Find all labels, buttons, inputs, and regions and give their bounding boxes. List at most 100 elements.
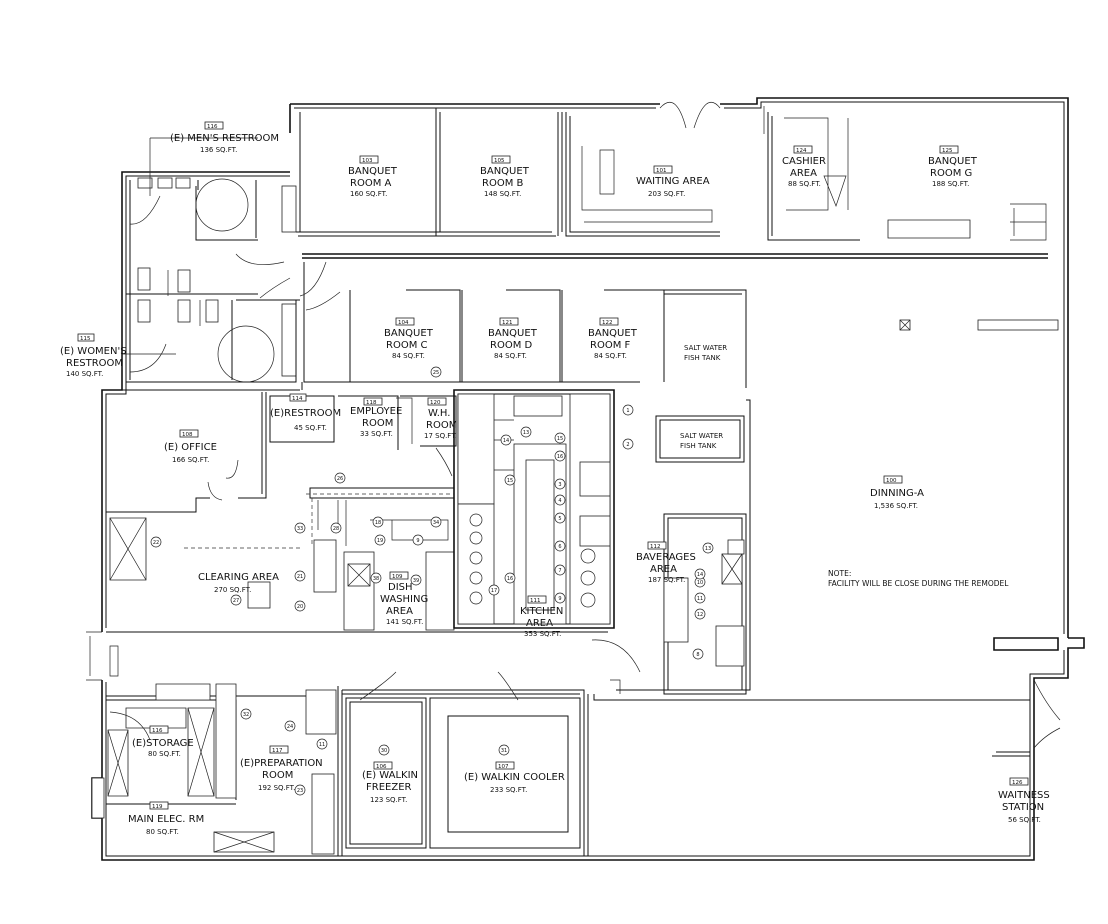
equipment-tag-number: 11: [697, 596, 703, 602]
svg-text:BANQUET: BANQUET: [348, 166, 398, 177]
svg-text:ROOM: ROOM: [362, 418, 393, 429]
equipment-tag-circle: [694, 592, 706, 604]
equipment-tag: 30: [378, 744, 390, 756]
room-label-office: 108 (E) OFFICE 166 SQ.FT.: [164, 429, 217, 464]
equipment-tag-number: 11: [319, 742, 325, 748]
equipment-tag-number: 5: [558, 516, 561, 522]
svg-text:160 SQ.FT.: 160 SQ.FT.: [350, 190, 387, 198]
svg-text:FISH TANK: FISH TANK: [680, 442, 717, 450]
equipment-tag: 4: [554, 494, 566, 506]
svg-text:107: 107: [498, 764, 509, 770]
equipment-tag-circle: [554, 512, 566, 524]
equipment-tag: 31: [498, 744, 510, 756]
equipment-tag: 38: [370, 572, 382, 584]
svg-text:105: 105: [494, 158, 505, 164]
equipment-tag-number: 26: [337, 476, 343, 482]
equipment-tag-number: 21: [297, 574, 303, 580]
svg-text:AREA: AREA: [790, 168, 817, 179]
equipment-tag-number: 7: [558, 568, 561, 574]
svg-text:CASHIER: CASHIER: [782, 156, 826, 167]
svg-text:121: 121: [502, 320, 513, 326]
svg-text:ROOM C: ROOM C: [386, 340, 427, 351]
svg-text:56 SQ.FT.: 56 SQ.FT.: [1008, 816, 1041, 824]
equipment-tag-number: 39: [413, 578, 419, 584]
equipment-tag-number: 14: [697, 572, 703, 578]
equipment-tag: 3: [554, 478, 566, 490]
equipment-tag-number: 9: [416, 538, 419, 544]
room-label-storage: 116 (E)STORAGE 80 SQ.FT.: [132, 725, 194, 758]
svg-text:109: 109: [392, 574, 403, 580]
equipment-tag-number: 16: [507, 576, 513, 582]
equipment-tag: 6: [554, 540, 566, 552]
svg-text:RESTROOM: RESTROOM: [66, 358, 123, 369]
svg-text:(E) MEN'S RESTROOM: (E) MEN'S RESTROOM: [170, 133, 279, 144]
equipment-tag-circle: [500, 434, 512, 446]
equipment-tag-number: 20: [297, 604, 303, 610]
svg-text:WAITING AREA: WAITING AREA: [636, 176, 710, 187]
room-label-wh: 120 W.H. ROOM 17 SQ.FT.: [424, 397, 457, 440]
equipment-tag-number: 34: [433, 520, 439, 526]
svg-text:ROOM: ROOM: [262, 770, 293, 781]
room-label-baverages: 112 BAVERAGES AREA 187 SQ.FT.: [636, 541, 696, 584]
svg-text:SALT WATER: SALT WATER: [684, 344, 727, 352]
equipment-tag-circle: [702, 542, 714, 554]
equipment-tag-circle: [284, 720, 296, 732]
equipment-tag: 12: [694, 608, 706, 620]
room-label-employee: 118 EMPLOYEE ROOM 33 SQ.FT.: [350, 397, 402, 438]
equipment-tag: 26: [334, 472, 346, 484]
room-label-fish-tank-1: SALT WATER FISH TANK: [684, 344, 727, 362]
svg-text:111: 111: [530, 598, 541, 604]
svg-text:DISH: DISH: [388, 582, 413, 593]
svg-text:103: 103: [362, 158, 373, 164]
equipment-tag: 13: [520, 426, 532, 438]
equipment-tag-number: 6: [558, 544, 561, 550]
top-row-walls: [296, 102, 1048, 259]
svg-text:ROOM G: ROOM G: [930, 168, 972, 179]
svg-text:115: 115: [80, 336, 91, 342]
svg-text:104: 104: [398, 320, 409, 326]
svg-text:BANQUET: BANQUET: [480, 166, 530, 177]
equipment-tag-circle: [316, 738, 328, 750]
svg-text:(E)PREPARATION: (E)PREPARATION: [240, 758, 323, 769]
equipment-tag-number: 22: [153, 540, 159, 546]
svg-text:ROOM B: ROOM B: [482, 178, 523, 189]
room-label-cashier: 124 CASHIER AREA 88 SQ.FT.: [782, 145, 826, 188]
svg-text:(E)RESTROOM: (E)RESTROOM: [270, 408, 341, 419]
svg-text:192 SQ.FT.: 192 SQ.FT.: [258, 784, 295, 792]
leader-lines: [121, 106, 1059, 544]
svg-text:EMPLOYEE: EMPLOYEE: [350, 406, 402, 417]
equipment-tag: 19: [374, 534, 386, 546]
svg-text:BANQUET: BANQUET: [488, 328, 538, 339]
equipment-tag: 17: [488, 584, 500, 596]
svg-text:80 SQ.FT.: 80 SQ.FT.: [146, 828, 179, 836]
svg-text:33 SQ.FT.: 33 SQ.FT.: [360, 430, 393, 438]
svg-text:119: 119: [152, 804, 163, 810]
svg-text:116: 116: [152, 728, 163, 734]
equipment-tag: 27: [230, 594, 242, 606]
equipment-tag: 21: [294, 570, 306, 582]
equipment-tag-circle: [554, 450, 566, 462]
room-label-kitchen: 111 KITCHEN AREA 353 SQ.FT.: [520, 595, 563, 638]
svg-text:BANQUET: BANQUET: [928, 156, 978, 167]
svg-text:DINNING-A: DINNING-A: [870, 488, 924, 499]
equipment-tag: 2: [622, 438, 634, 450]
room-label-waitness: 126 WAITNESS STATION 56 SQ.FT.: [998, 777, 1050, 824]
equipment-tag-number: 10: [697, 580, 703, 586]
svg-text:84 SQ.FT.: 84 SQ.FT.: [392, 352, 425, 360]
svg-text:ROOM A: ROOM A: [350, 178, 391, 189]
equipment-tag-number: 15: [507, 478, 513, 484]
equipment-tag-number: 16: [557, 454, 563, 460]
equipment-tag-circle: [694, 568, 706, 580]
equipment-tag-circle: [230, 594, 242, 606]
equipment-tag: 24: [284, 720, 296, 732]
equipment-tag-number: 18: [375, 520, 381, 526]
room-label-banquet-a: 103 BANQUET ROOM A 160 SQ.FT.: [348, 155, 398, 198]
svg-text:123 SQ.FT.: 123 SQ.FT.: [370, 796, 407, 804]
svg-text:1,536 SQ.FT.: 1,536 SQ.FT.: [874, 502, 918, 510]
equipment-tag-circle: [488, 584, 500, 596]
svg-text:(E) WALKIN COOLER: (E) WALKIN COOLER: [464, 772, 565, 783]
equipment-tag-circle: [554, 478, 566, 490]
equipment-tag: 7: [554, 564, 566, 576]
room-label-waiting: 101 WAITING AREA 203 SQ.FT.: [636, 165, 710, 198]
